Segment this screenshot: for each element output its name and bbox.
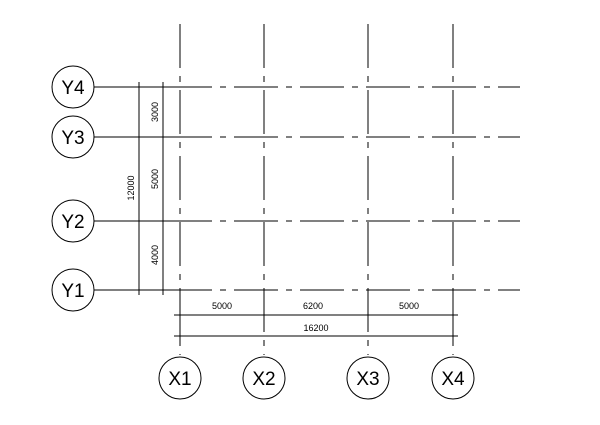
dimension-x-total: 16200 — [303, 323, 328, 333]
axis-bubble-y1: Y1 — [51, 268, 95, 312]
axis-label-y2: Y2 — [61, 212, 84, 233]
dimension-y-total: 12000 — [126, 175, 136, 200]
dimension-y-span-2: 5000 — [150, 169, 160, 189]
axis-label-y4: Y4 — [61, 78, 85, 99]
dimension-x-span-3: 5000 — [399, 301, 419, 311]
axis-label-x2: X2 — [252, 369, 275, 390]
dimension-x-span-2: 6200 — [303, 301, 323, 311]
axis-bubble-x1: X1 — [158, 356, 202, 400]
axis-label-y3: Y3 — [61, 128, 84, 149]
axis-bubble-y3: Y3 — [51, 115, 95, 159]
axis-bubble-x4: X4 — [431, 356, 475, 400]
axis-bubble-y4: Y4 — [51, 65, 95, 109]
dimension-x-span-1: 5000 — [212, 301, 232, 311]
axis-label-x4: X4 — [441, 369, 465, 390]
axis-label-x1: X1 — [168, 369, 191, 390]
axis-bubble-y2: Y2 — [51, 199, 95, 243]
axis-label-y1: Y1 — [61, 281, 84, 302]
axis-bubble-x2: X2 — [242, 356, 286, 400]
axis-bubble-x3: X3 — [346, 356, 390, 400]
dimension-y-span-3: 3000 — [150, 102, 160, 122]
dimension-y-span-1: 4000 — [150, 245, 160, 265]
axis-label-x3: X3 — [356, 369, 379, 390]
